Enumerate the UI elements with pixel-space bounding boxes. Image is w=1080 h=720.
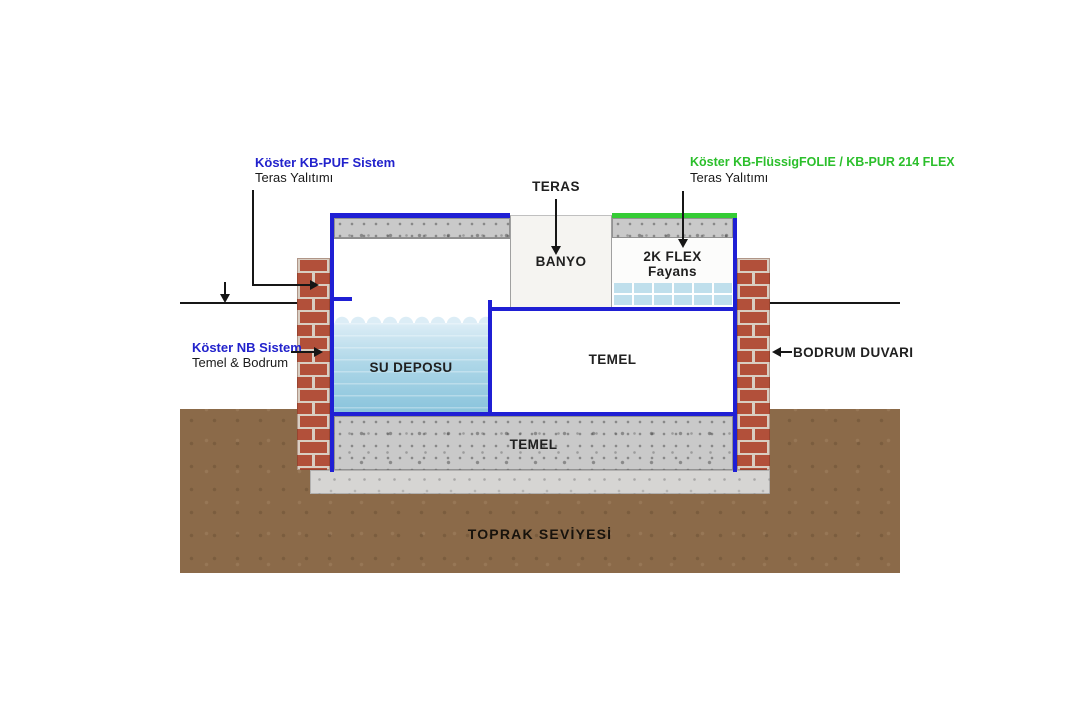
terrace-membrane-green-line	[612, 213, 737, 218]
temel-box-label: TEMEL	[588, 352, 637, 367]
foundation-slab	[334, 416, 733, 470]
ground-level-line-right	[770, 302, 900, 304]
temel-slab-label: TEMEL	[509, 437, 558, 452]
callout-kb-puf: Köster KB-PUF Sistem Teras Yalıtımı	[255, 155, 395, 186]
teras-leader-vline	[555, 199, 557, 247]
teras-label: TERAS	[532, 179, 580, 194]
kb-fluessigfolie-arrow-icon	[678, 239, 688, 248]
callout-kb-fluessigfolie-title: Köster KB-FlüssigFOLIE / KB-PUR 214 FLEX	[690, 155, 955, 169]
ground-level-line-left	[180, 302, 297, 304]
kb-puf-arrow-icon	[310, 280, 319, 290]
callout-kb-puf-subtitle: Teras Yalıtımı	[255, 170, 334, 185]
water-surface-wave	[334, 313, 488, 324]
footing-strip	[310, 470, 770, 494]
teras-arrow-icon	[551, 246, 561, 255]
kb-puf-leader-vline	[252, 190, 254, 285]
toprak-seviyesi-label: TOPRAK SEVİYESİ	[467, 526, 613, 542]
nb-sistem-leader-hline	[291, 351, 314, 353]
bodrum-duvari-label: BODRUM DUVARI	[793, 345, 914, 360]
callout-nb-sistem-title: Köster NB Sistem	[192, 340, 302, 355]
terrace-membrane-blue-line	[330, 213, 510, 218]
left-wall-membrane-line	[330, 213, 334, 472]
bodrum-duvari-arrow-icon	[772, 347, 781, 357]
callout-kb-puf-title: Köster KB-PUF Sistem	[255, 155, 396, 170]
callout-kb-fluessigfolie: Köster KB-FlüssigFOLIE / KB-PUR 214 FLEX…	[690, 155, 955, 186]
callout-kb-fluessigfolie-subtitle: Teras Yalıtımı	[690, 170, 769, 185]
bodrum-duvari-leader-hline	[781, 351, 792, 353]
terrace-slab-left	[334, 218, 510, 239]
nb-sistem-arrow-icon	[314, 347, 323, 357]
callout-nb-sistem-subtitle: Temel & Bodrum	[192, 355, 289, 370]
flex-label-line2: Fayans	[648, 264, 697, 279]
kb-puf-leader-hline	[252, 284, 310, 286]
ground-level-marker-line	[224, 282, 226, 296]
banyo-room	[510, 215, 612, 307]
flex-tile-floor	[612, 283, 733, 307]
right-wall-membrane-line	[733, 218, 737, 472]
callout-nb-sistem: Köster NB Sistem Temel & Bodrum	[192, 340, 302, 371]
tank-top-membrane-stub	[330, 297, 352, 301]
kb-fluessigfolie-leader-vline	[682, 191, 684, 240]
left-brick-wall	[297, 258, 330, 470]
su-deposu-label: SU DEPOSU	[369, 360, 453, 375]
banyo-label: BANYO	[535, 254, 587, 269]
tank-bottom-membrane-line	[330, 412, 492, 416]
water-tank-water	[334, 323, 488, 412]
terrace-slab-right	[612, 218, 733, 239]
tank-right-membrane-line	[488, 300, 492, 416]
ground-level-down-arrow-icon	[220, 294, 230, 303]
right-brick-wall	[737, 258, 770, 470]
flex-label-line1: 2K FLEX	[643, 249, 702, 264]
temel-box	[492, 307, 733, 416]
